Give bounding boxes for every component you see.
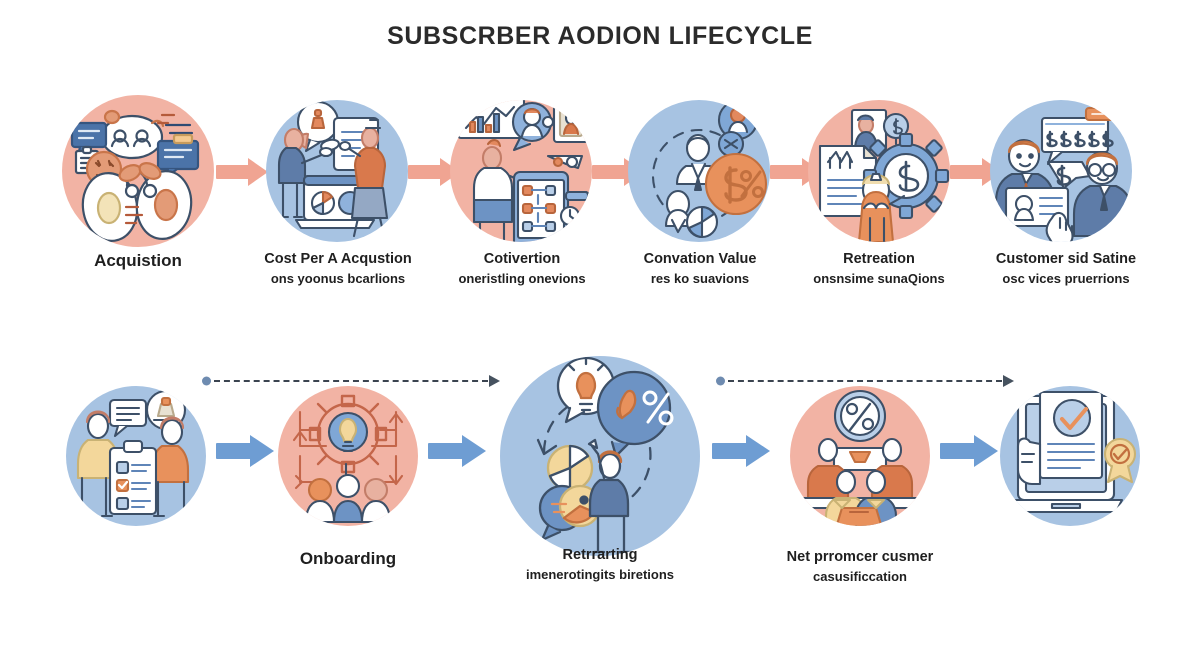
net-promoter-label: Net prromcer cusmer casusificcation bbox=[786, 549, 934, 584]
conversion-label: Cotivertion oneristling onevions bbox=[458, 251, 586, 286]
onboarding-label: Onboarding bbox=[299, 549, 397, 568]
conversion-value-label: Convation Value res ko suavions bbox=[643, 251, 757, 286]
approval-circle bbox=[1000, 386, 1140, 526]
mobile-workflow-chart-icon bbox=[456, 100, 592, 242]
dashed-connector-left bbox=[202, 371, 500, 391]
survey-circle bbox=[66, 386, 206, 526]
arrow-6 bbox=[216, 435, 274, 467]
dashed-start-dot bbox=[202, 376, 211, 386]
tablet-approved-doc-icon bbox=[1008, 390, 1137, 514]
onboarding-circle bbox=[278, 386, 418, 526]
retargeting-circle bbox=[500, 356, 700, 556]
customer-satisfaction-label: Customer sid Satine osc vices pruerrions bbox=[995, 251, 1137, 286]
customer-network-dollar-icon bbox=[651, 100, 768, 239]
dashed-arrow-tip bbox=[489, 375, 500, 387]
dashed-line bbox=[214, 380, 488, 382]
idea-percent-cycle-icon bbox=[536, 356, 674, 554]
dashed-arrow-tip bbox=[1003, 375, 1014, 387]
presentation-analytics-icon bbox=[277, 100, 389, 238]
dashed-connector-right bbox=[716, 371, 1014, 391]
arrow-9 bbox=[940, 435, 998, 467]
customers-pricing-card-icon bbox=[994, 106, 1132, 242]
arrow-8 bbox=[712, 435, 770, 467]
acquisition-label: Acquistion bbox=[94, 251, 182, 270]
retention-label: Retreation onsnsime sunaQions bbox=[813, 251, 945, 286]
retention-circle bbox=[808, 100, 950, 242]
cost-per-acquisition-circle bbox=[266, 100, 408, 242]
retargeting-label: Retrrarting imenerotingits biretions bbox=[525, 547, 675, 582]
meeting-balance-icon bbox=[798, 389, 922, 526]
page-title: SUBSCRBER AODION LIFECYCLE bbox=[387, 22, 813, 50]
arrow-1 bbox=[216, 158, 268, 186]
checklist-feedback-icon bbox=[76, 389, 192, 518]
dashed-start-dot bbox=[716, 376, 725, 386]
people-thought-cloud-icon bbox=[70, 109, 200, 242]
cost-per-acquisition-label: Cost Per A Acqustion ons yoonus bcarlion… bbox=[264, 251, 412, 286]
gear-idea-team-icon bbox=[292, 394, 404, 524]
conversion-value-circle bbox=[628, 100, 770, 242]
net-promoter-circle bbox=[790, 386, 930, 526]
customer-satisfaction-circle bbox=[990, 100, 1132, 242]
conversion-circle bbox=[450, 100, 592, 242]
dashed-line bbox=[728, 380, 1002, 382]
acquisition-circle bbox=[62, 95, 214, 247]
contract-gear-dollar-icon bbox=[818, 108, 950, 242]
arrow-7 bbox=[428, 435, 486, 467]
